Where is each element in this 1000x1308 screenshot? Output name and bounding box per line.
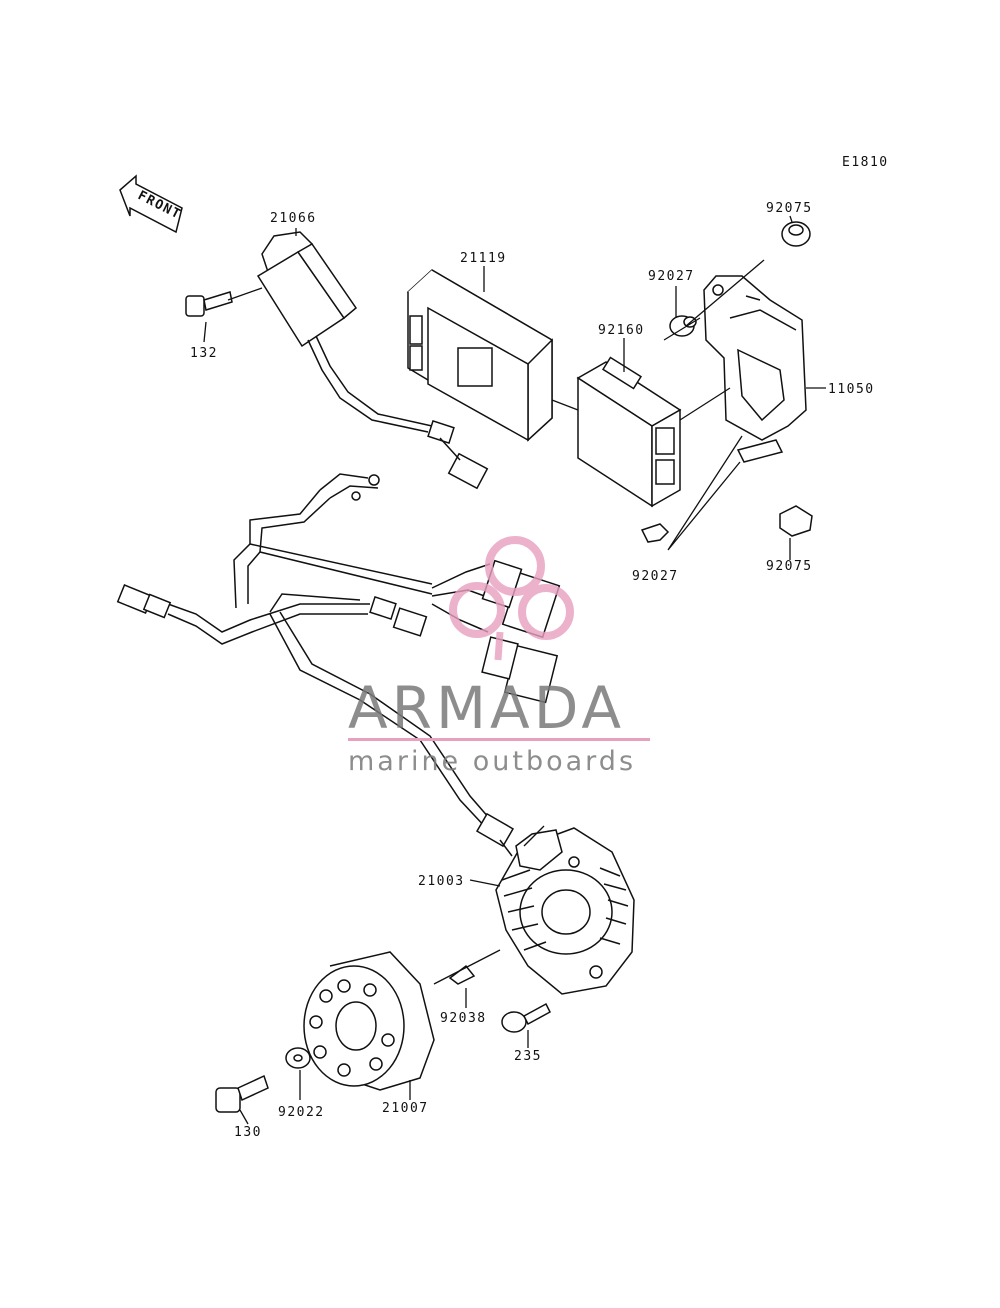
label-92075-bottom: 92075	[766, 559, 813, 574]
bolt-130	[215, 1074, 269, 1113]
label-92160: 92160	[598, 323, 645, 338]
cdi-unit-21119	[406, 269, 554, 442]
screw-235	[501, 1002, 551, 1033]
part-labels: 21066 132 21119 92160 92027 92075 11050 …	[190, 201, 875, 1140]
collar-92027-top	[669, 315, 697, 337]
diagram-code: E1810	[842, 155, 889, 170]
watermark-brand: ARMADA	[348, 674, 625, 742]
grommet-92075-bottom	[779, 505, 813, 537]
label-235: 235	[514, 1049, 542, 1064]
label-21066: 21066	[270, 211, 317, 226]
leader-lines	[203, 215, 826, 1125]
watermark: ARMADA marine outboards	[348, 536, 650, 777]
washer-92022	[285, 1047, 311, 1069]
bracket-11050	[703, 275, 807, 463]
label-92027-bottom: 92027	[632, 569, 679, 584]
wire-harness	[116, 473, 561, 857]
label-21007: 21007	[382, 1101, 429, 1116]
regulator-92160	[576, 356, 682, 508]
label-130: 130	[234, 1125, 262, 1140]
front-arrow-icon: FRONT	[119, 174, 184, 234]
watermark-flower-icon	[449, 536, 574, 661]
watermark-divider	[348, 738, 650, 741]
label-132: 132	[190, 346, 218, 361]
label-92027-top: 92027	[648, 269, 695, 284]
label-21003: 21003	[418, 874, 465, 889]
flywheel-21007	[303, 951, 435, 1091]
watermark-tagline: marine outboards	[348, 746, 636, 777]
label-92075-top: 92075	[766, 201, 813, 216]
bolt-132	[185, 291, 233, 317]
label-92022: 92022	[278, 1105, 325, 1120]
label-21119: 21119	[460, 251, 507, 266]
label-92038: 92038	[440, 1011, 487, 1026]
collar-92027-bottom	[640, 523, 670, 543]
label-11050: 11050	[828, 382, 875, 397]
key-92038	[448, 964, 476, 985]
stator-21003	[495, 827, 635, 995]
igniter-unit-21066	[256, 231, 489, 490]
grommet-92075-top	[781, 221, 811, 247]
